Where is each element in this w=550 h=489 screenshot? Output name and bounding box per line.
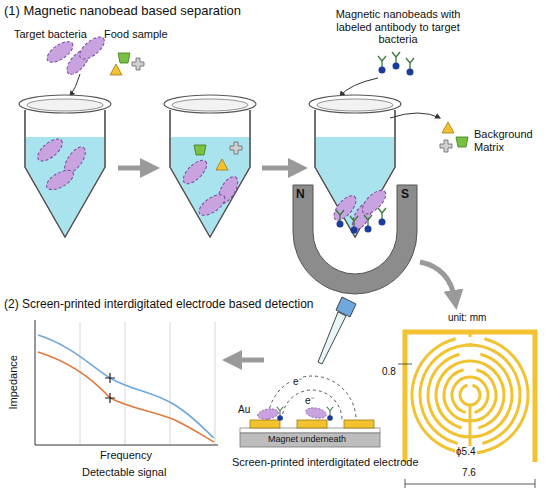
axis-label: Impedance xyxy=(7,355,20,409)
unit-note: unit: mm xyxy=(448,312,486,324)
dimension: 7.6 xyxy=(462,467,476,479)
axis-label: Frequency xyxy=(100,449,152,462)
part-label: Food sample xyxy=(104,28,168,41)
part-label: Target bacteria xyxy=(14,28,87,41)
magnet-pole: S xyxy=(401,188,409,202)
section-heading: (2) Screen-printed interdigitated electr… xyxy=(4,298,314,312)
magnet-pole: N xyxy=(296,188,305,202)
caption-label: Detectable signal xyxy=(82,466,166,479)
section-heading: (1) Magnetic nanobead based separation xyxy=(4,4,241,19)
electron-label: e⁻ xyxy=(292,376,303,388)
dimension: ϕ5.4 xyxy=(455,446,477,458)
part-label: Background Matrix xyxy=(474,128,546,153)
part-label: Magnet underneath xyxy=(268,434,346,444)
material-label: Au xyxy=(238,404,250,416)
caption-label: Screen-printed interdigitated electrode xyxy=(232,456,419,469)
part-label: Magnetic nanobeads with labeled antibody… xyxy=(318,8,478,46)
dimension: 0.8 xyxy=(382,366,396,378)
electron-label: e⁻ xyxy=(304,395,315,407)
